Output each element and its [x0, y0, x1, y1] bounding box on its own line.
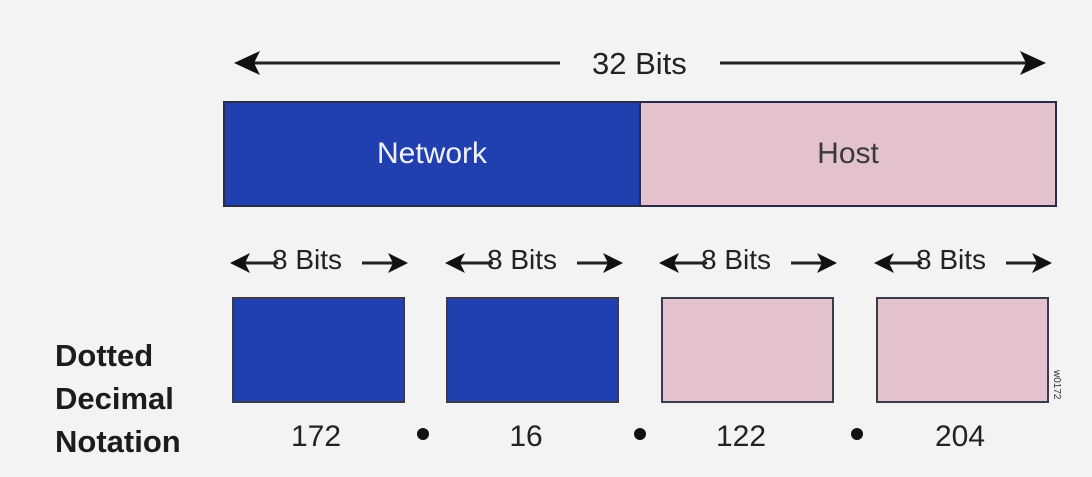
side-label-line: Dotted: [55, 338, 154, 373]
total-bits-arrow: [234, 51, 1046, 75]
dotted-decimal-notation-label: Dotted Decimal Notation: [55, 334, 181, 463]
side-label-line: Notation: [55, 424, 181, 459]
octet-4-box: [876, 297, 1049, 403]
separator-dot: [851, 428, 863, 440]
octet-bits-arrow: [445, 253, 623, 273]
octet-bits-label: 8 Bits: [272, 244, 343, 275]
octet-1-value: 172: [290, 420, 342, 453]
octet-bits-arrow: [230, 253, 408, 273]
network-label: Network: [376, 137, 488, 170]
host-label: Host: [817, 137, 879, 170]
octet-4-value: 204: [934, 420, 986, 453]
octet-3-box: [661, 297, 834, 403]
network-portion: Network: [223, 101, 641, 207]
octet-bits-arrow: [874, 253, 1052, 273]
side-label-line: Decimal: [55, 381, 174, 416]
octet-3-value: 122: [715, 420, 767, 453]
separator-dot: [634, 428, 646, 440]
separator-dot: [417, 428, 429, 440]
total-bits-label: 32 Bits: [592, 46, 687, 81]
octet-bits-label: 8 Bits: [701, 244, 772, 275]
octet-1-box: [232, 297, 405, 403]
host-portion: Host: [639, 101, 1057, 207]
octet-bits-label: 8 Bits: [916, 244, 987, 275]
octet-bits-label: 8 Bits: [487, 244, 558, 275]
figure-id: w0172: [1051, 370, 1062, 400]
octet-bits-arrow: [659, 253, 837, 273]
octet-2-box: [446, 297, 619, 403]
octet-2-value: 16: [509, 420, 543, 453]
